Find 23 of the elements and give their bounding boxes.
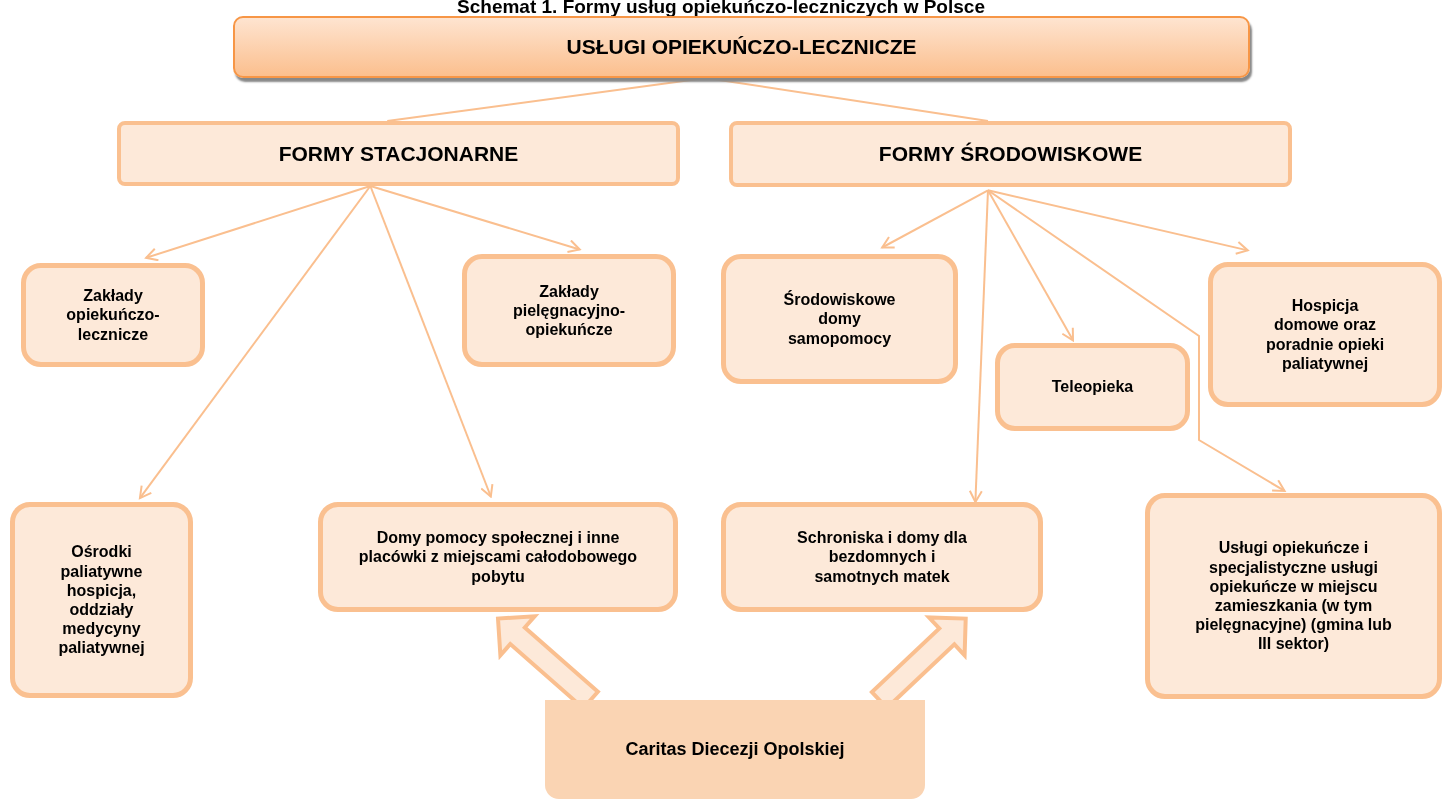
- connector-line: [386, 77, 707, 122]
- service-box: Teleopieka: [995, 343, 1190, 431]
- connector-line: [704, 77, 989, 122]
- arrow: [987, 189, 1286, 492]
- organisation-box: Caritas Diecezji Opolskiej: [545, 700, 925, 799]
- category-box: FORMY STACJONARNE: [117, 121, 680, 186]
- arrow: [987, 189, 1249, 255]
- service-box: Ośrodki paliatywne hospicja, oddziały medycyny paliatywnej: [10, 502, 193, 698]
- top-heading-box: USŁUGI OPIEKUŃCZO-LECZNICZE: [233, 16, 1250, 78]
- service-box: Schroniska i domy dla bezdomnych i samotnych matek: [721, 502, 1043, 612]
- arrow: [138, 185, 372, 500]
- arrow: [881, 189, 989, 249]
- service-box: Usługi opiekuńcze i specjalistyczne usługi opiekuńcze w miejscu zamieszkania (w tym pielęgnacyjne) (gmina lub III sektor): [1145, 493, 1442, 699]
- service-box: Zakłady pielęgnacyjno-opiekuńcze: [462, 254, 676, 367]
- service-box: Środowiskowe domy samopomocy: [721, 254, 958, 384]
- arrow: [968, 189, 989, 503]
- arrow: [369, 185, 581, 254]
- service-box: Hospicja domowe oraz poradnie opieki paliatywnej: [1208, 262, 1442, 407]
- arrow: [145, 185, 372, 262]
- service-box: Zakłady opiekuńczo-lecznicze: [21, 263, 205, 367]
- service-box: Domy pomocy społecznej i inne placówki z miejscami całodobowego pobytu: [318, 502, 678, 612]
- arrow: [369, 185, 494, 498]
- category-box: FORMY ŚRODOWISKOWE: [729, 121, 1292, 187]
